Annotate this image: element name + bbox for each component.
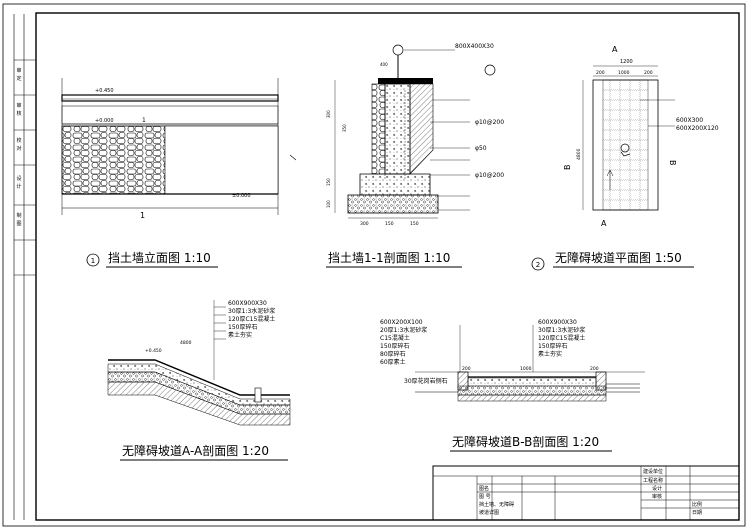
detail-marker-2-label: 2 [536, 261, 540, 269]
wall-elevation: +0.450 +0.000 1 ±0.000 1 [61, 78, 297, 220]
tb-date-label: 日期 [692, 510, 702, 516]
elev-level-ground: ±0.000 [232, 193, 251, 199]
tb-project-label: 工程名称 [643, 477, 663, 484]
side-strip: 审 定 审 核 校 对 设 计 制 图 [13, 14, 36, 520]
plan-subdim-3: 200 [644, 70, 653, 76]
side-label-3: 审 [16, 102, 21, 109]
side-label-5: 校 [16, 137, 21, 144]
elev-level-mid: +0.000 [95, 118, 114, 124]
tb-sheet-label: 图 号 [479, 494, 491, 500]
title-wall-elevation: 挡土墙立面图 1:10 [108, 250, 211, 265]
plan-subdim-2: 1000 [618, 70, 630, 76]
side-label-7: 设 [16, 175, 21, 182]
section-dim-2: 150 [385, 221, 394, 227]
side-label-4: 核 [16, 110, 21, 117]
aa-layer-2: 30厚1:3水泥砂浆 [228, 307, 275, 315]
plan-tile-note-2: 600X200X120 [676, 125, 719, 132]
aa-dim: 4800 [180, 340, 192, 346]
bb-right-layer-1: 600X900X30 [538, 319, 577, 326]
bb-right-layer-3: 120厚C15混凝土 [538, 334, 585, 342]
ramp-plan: A 1200 200 1000 200 4800 B B A 600X300 6… [563, 45, 719, 228]
section-dim-3: 150 [410, 221, 419, 227]
plan-subdim-1: 200 [596, 70, 605, 76]
detail-marker-1-label: 1 [91, 257, 95, 265]
bb-dim-3: 200 [590, 366, 599, 372]
wall-section: 800X400X30 φ10@200 φ50 φ10@200 400 300 1… [326, 43, 504, 227]
title-wall-section: 挡土墙1-1剖面图 1:10 [328, 251, 450, 265]
side-label-1: 审 [16, 67, 21, 74]
aa-level: +0.450 [145, 348, 162, 354]
section-dim-1: 300 [360, 221, 369, 227]
bb-dim-1: 200 [462, 366, 471, 372]
bb-right-layer-5: 素土夯实 [538, 350, 562, 358]
aa-layer-3: 120厚C15混凝土 [228, 315, 275, 323]
section-rebar-2: φ10@200 [475, 172, 504, 179]
bb-left-layer-1: 600X200X100 [380, 319, 423, 326]
side-label-8: 计 [16, 183, 21, 190]
side-label-9: 制 [16, 212, 21, 219]
plan-marker-a-bottom: A [601, 219, 607, 228]
plan-length: 4800 [576, 148, 582, 160]
bb-left-layer-2: 20厚1:3水泥砂浆 [380, 326, 427, 334]
section-side-dim-2: 350 [342, 124, 347, 132]
side-label-2: 定 [16, 75, 21, 82]
plan-marker-a-top: A [612, 45, 618, 54]
bb-left-layer-5: 80厚碎石 [380, 350, 406, 358]
tb-drawing-name-2: 坡道详图 [479, 509, 499, 516]
bb-right-layer-2: 30厚1:3水泥砂浆 [538, 326, 585, 334]
elev-section-mark: 1 [142, 117, 146, 124]
section-dim-top: 400 [380, 62, 388, 67]
side-label-10: 图 [16, 221, 21, 227]
tb-check-label: 审核 [652, 493, 662, 500]
detail-marker-1 [86, 253, 100, 267]
bb-left-layer-6: 60厚素土 [380, 358, 406, 366]
section-pipe: φ50 [475, 145, 487, 152]
bb-left-layer-3: C15混凝土 [380, 334, 410, 342]
section-cap-note: 800X400X30 [455, 43, 494, 50]
plan-marker-b-right: B [668, 160, 677, 166]
ramp-section-aa: 600X900X30 30厚1:3水泥砂浆 120厚C15混凝土 150厚碎石 … [107, 300, 291, 426]
section-rebar-1: φ10@200 [475, 119, 504, 126]
bb-right-layer-4: 150厚碎石 [538, 342, 567, 350]
section-side-dim-1: 300 [326, 110, 331, 118]
elev-section-mark-bottom: 1 [140, 211, 145, 220]
plan-width: 1200 [620, 59, 633, 65]
tb-design-label: 设计 [652, 485, 662, 492]
tb-drawing-name-1: 挡土墙、无障碍 [479, 501, 514, 508]
section-side-dim-4: 100 [326, 200, 331, 208]
aa-layer-1: 600X900X30 [228, 300, 267, 307]
section-side-dim-3: 150 [326, 178, 331, 186]
detail-marker-2 [531, 257, 545, 271]
title-block: 建设单位 工程名称 图名 图 号 挡土墙、无障碍 坡道详图 设计 审核 比例 日… [432, 465, 740, 521]
plan-tile-note-1: 600X300 [676, 117, 703, 124]
title-ramp-section-aa: 无障碍坡道A-A剖面图 1:20 [122, 443, 269, 458]
inner-border [35, 12, 740, 521]
ramp-section-bb: 600X200X100 20厚1:3水泥砂浆 C15混凝土 150厚碎石 80厚… [380, 319, 645, 402]
tb-scale-label: 比例 [692, 501, 702, 508]
elev-level-top: +0.450 [95, 88, 114, 94]
title-ramp-section-bb: 无障碍坡道B-B剖面图 1:20 [452, 434, 599, 449]
bb-dim-2: 1000 [520, 366, 532, 372]
tb-header: 建设单位 [643, 468, 663, 475]
bb-curb-note: 30厚花岗岩侧石 [404, 377, 448, 385]
side-label-6: 对 [16, 145, 21, 152]
tb-drawing-label: 图名 [479, 485, 489, 492]
bb-left-layer-4: 150厚碎石 [380, 342, 409, 350]
outer-border [2, 3, 746, 527]
aa-layer-5: 素土夯实 [228, 331, 252, 339]
aa-layer-4: 150厚碎石 [228, 323, 257, 331]
title-ramp-plan: 无障碍坡道平面图 1:50 [555, 250, 682, 265]
plan-marker-b-left: B [563, 165, 572, 171]
